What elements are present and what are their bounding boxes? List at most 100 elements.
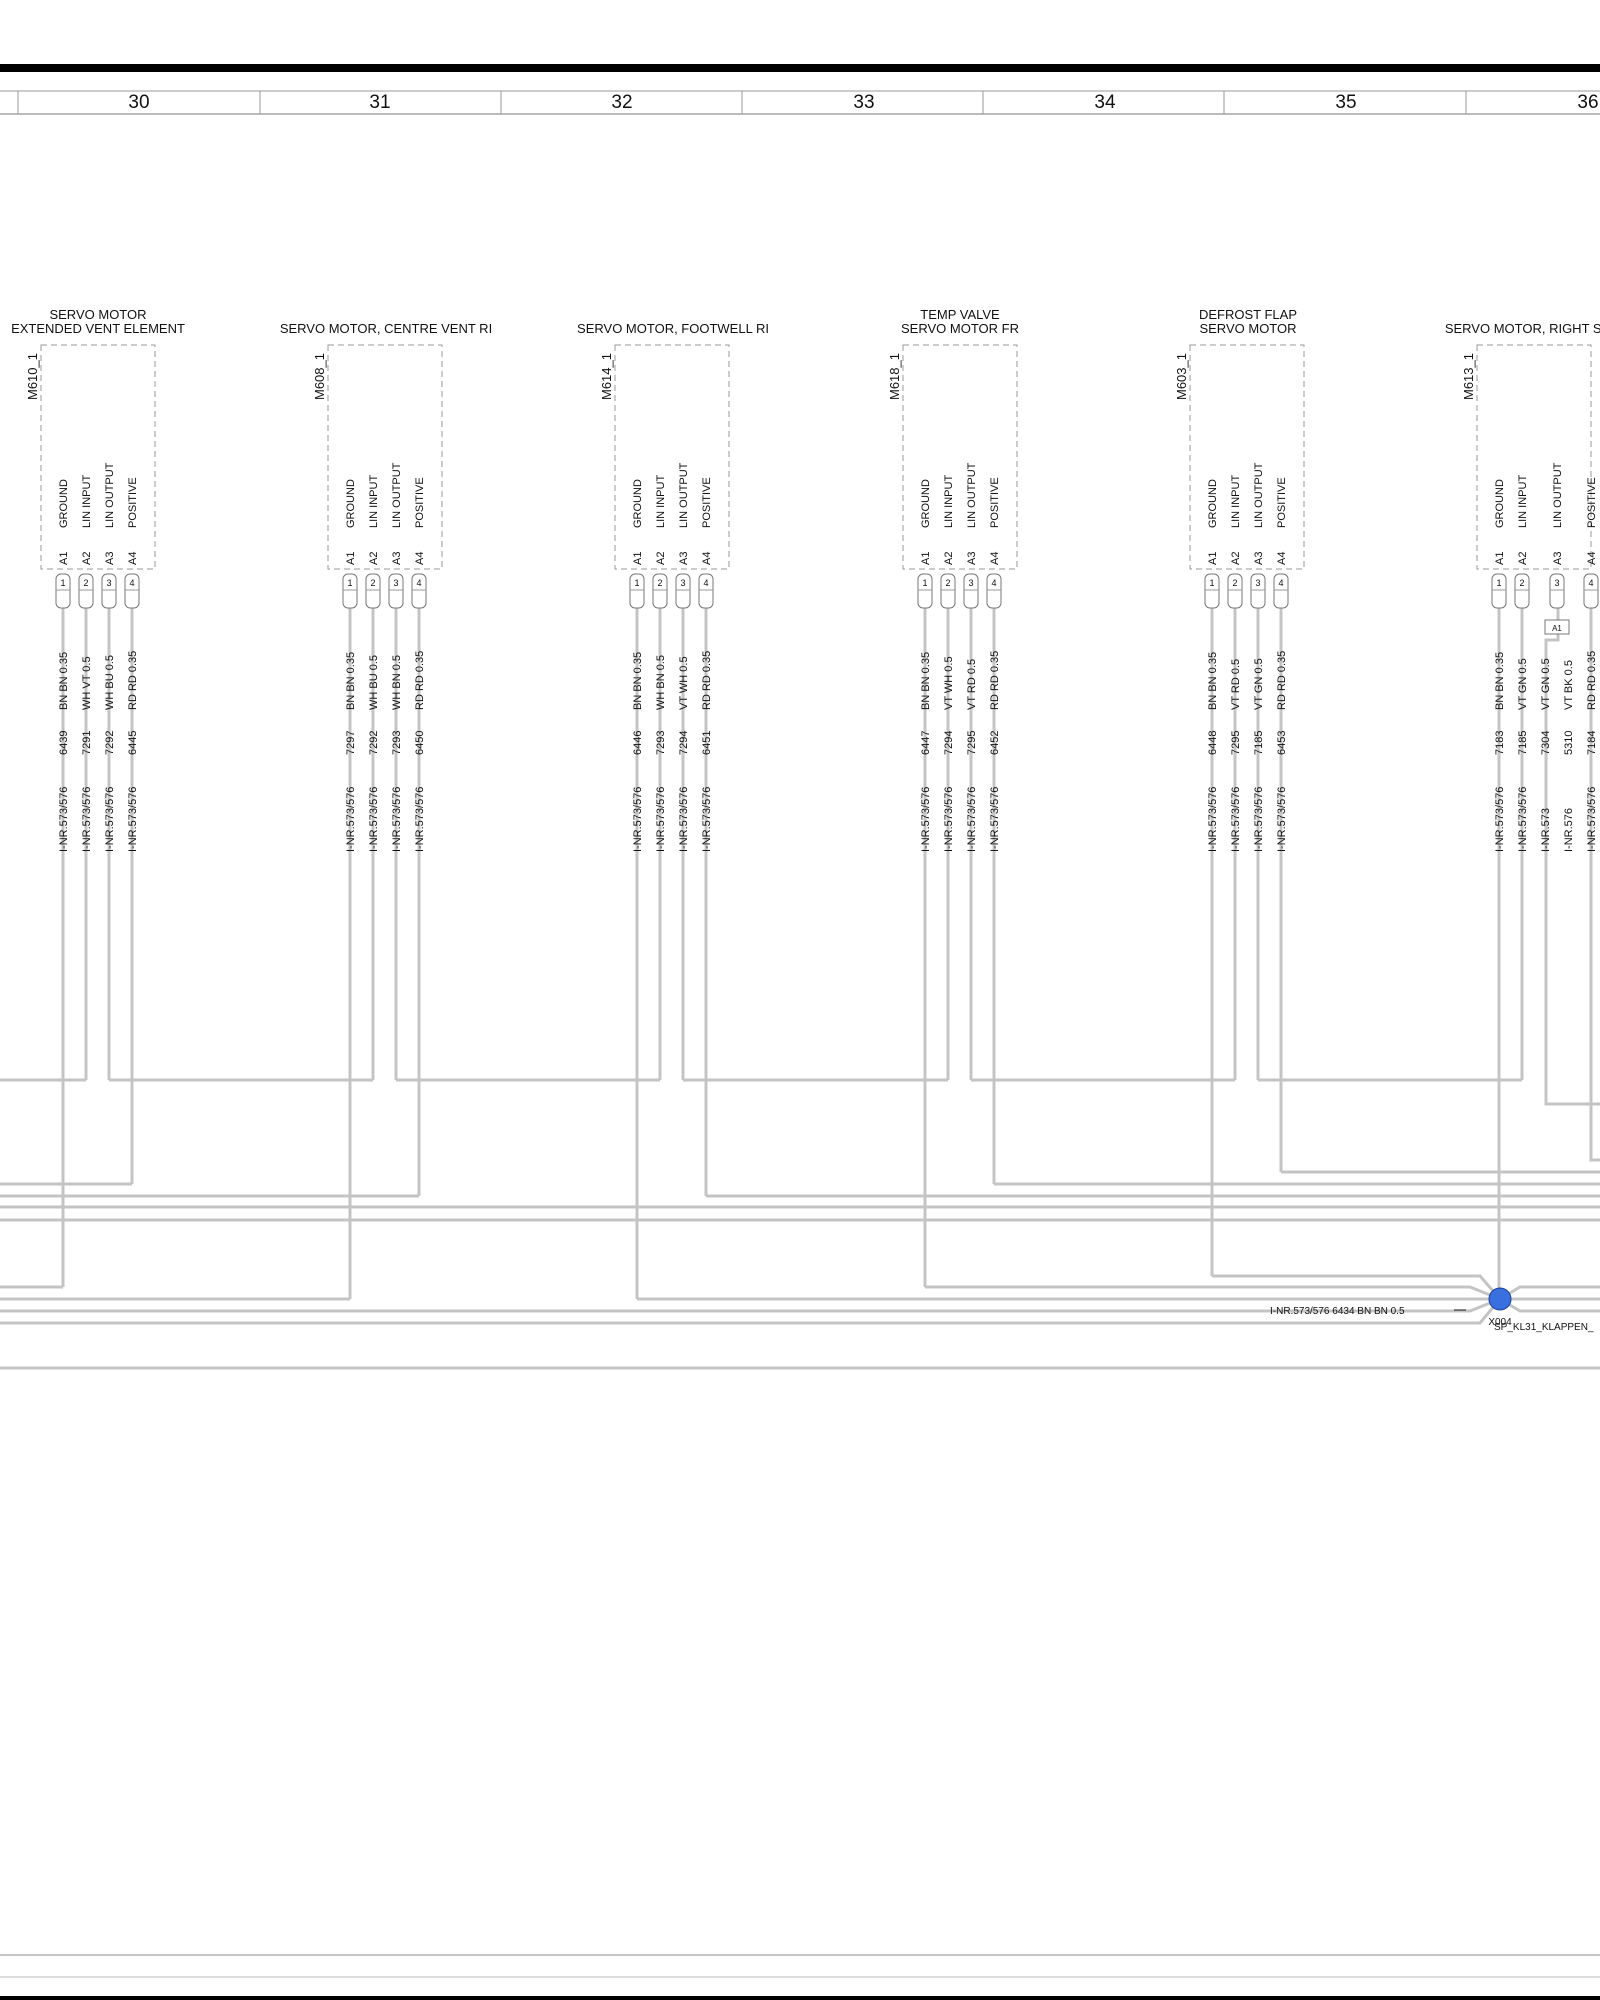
component-id: M603_1 xyxy=(1174,353,1189,400)
pin-name: LIN INPUT xyxy=(1230,475,1242,528)
pin-name: GROUND xyxy=(1494,479,1506,528)
wire-number: 6453 xyxy=(1276,731,1288,755)
wire-number: 5310 xyxy=(1563,731,1575,755)
wire-number: 7294 xyxy=(678,731,690,755)
pin-number: 4 xyxy=(991,578,996,588)
pin-name: LIN INPUT xyxy=(81,475,93,528)
pin-terminal xyxy=(1514,573,1530,609)
ruler-column-35: 35 xyxy=(1335,92,1356,113)
pin-terminal xyxy=(78,573,94,609)
pin-name: LIN INPUT xyxy=(1517,475,1529,528)
pin-number: 1 xyxy=(1496,578,1501,588)
wire-spec: BN BN 0.35 xyxy=(345,652,357,710)
pin-terminal xyxy=(342,573,358,609)
pin-number: 4 xyxy=(129,578,134,588)
pin-terminal xyxy=(698,573,714,609)
wire-number: 6448 xyxy=(1207,731,1219,755)
pin-terminal xyxy=(388,573,404,609)
pin-number: 2 xyxy=(657,578,662,588)
component-id: M608_1 xyxy=(312,353,327,400)
wire-inr: I-NR.573/576 xyxy=(81,787,93,852)
pin-code: A3 xyxy=(678,552,690,565)
bottom-border xyxy=(0,1996,1600,2000)
pin-code: A3 xyxy=(966,552,978,565)
pin-name: GROUND xyxy=(1207,479,1219,528)
ruler-column-30: 30 xyxy=(128,92,149,113)
wire-number: 7292 xyxy=(368,731,380,755)
wire-spec: BN BN 0.35 xyxy=(1494,652,1506,710)
pin-number: 1 xyxy=(634,578,639,588)
wire-spec: VT RD 0.5 xyxy=(1230,659,1242,710)
pin-name: LIN INPUT xyxy=(655,475,667,528)
top-border xyxy=(0,64,1600,72)
pin-code: A4 xyxy=(127,552,139,565)
wire-spec: VT RD 0.5 xyxy=(966,659,978,710)
wire-inr: I-NR.573/576 xyxy=(1517,787,1529,852)
pin-number: 3 xyxy=(1255,578,1260,588)
pin-name: LIN OUTPUT xyxy=(966,462,978,528)
wire-number: 7185 xyxy=(1517,731,1529,755)
wire-inr: I-NR.573/576 xyxy=(920,787,932,852)
pin-terminal xyxy=(1491,573,1507,609)
wire-inr: I-NR.573/576 xyxy=(1494,787,1506,852)
wire-inr: I-NR.573 xyxy=(1540,808,1552,852)
component-box xyxy=(902,344,1018,570)
wire-number: 7293 xyxy=(655,731,667,755)
wire-spec: VT WH 0.5 xyxy=(678,656,690,710)
wire-spec: RD RD 0.35 xyxy=(1586,651,1598,710)
wire-number: 6446 xyxy=(632,731,644,755)
wire-inr: I-NR.576 xyxy=(1563,808,1575,852)
wire-inr: I-NR.573/576 xyxy=(58,787,70,852)
pin-code: A4 xyxy=(414,552,426,565)
pin-number: 4 xyxy=(703,578,708,588)
wire-harness xyxy=(0,608,1600,1370)
pin-terminal xyxy=(917,573,933,609)
wire-inr: I-NR.573/576 xyxy=(678,787,690,852)
pin-terminal xyxy=(365,573,381,609)
pin-terminal xyxy=(629,573,645,609)
wire-ground xyxy=(1499,1297,1600,1313)
pin-code: A3 xyxy=(391,552,403,565)
component-box xyxy=(614,344,730,570)
wire-number: 7185 xyxy=(1253,731,1265,755)
component-box xyxy=(1476,344,1592,570)
wire-number: 7295 xyxy=(1230,731,1242,755)
wire-spec: WH BU 0.5 xyxy=(368,655,380,710)
wire-inr: I-NR.573/576 xyxy=(1586,787,1598,852)
wire-inr: I-NR.573/576 xyxy=(632,787,644,852)
wire-inr: I-NR.573/576 xyxy=(414,787,426,852)
pin-code: A1 xyxy=(632,552,644,565)
component-id: M613_1 xyxy=(1461,353,1476,400)
pin-code: A4 xyxy=(989,552,1001,565)
wire-number: 7291 xyxy=(81,731,93,755)
pin-name: LIN INPUT xyxy=(368,475,380,528)
wire-number: 6452 xyxy=(989,731,1001,755)
pin-number: 2 xyxy=(945,578,950,588)
pin-code: A2 xyxy=(81,552,93,565)
component-title: SERVO MOTOR, FOOTWELL RI xyxy=(577,321,769,336)
splice-node xyxy=(1488,1287,1512,1311)
pin-terminal xyxy=(940,573,956,609)
pin-code: A1 xyxy=(1494,552,1506,565)
wire-inr: I-NR.573/576 xyxy=(127,787,139,852)
pin-number: 4 xyxy=(416,578,421,588)
pin-terminal xyxy=(101,573,117,609)
ruler-column-36: 36 xyxy=(1577,92,1598,113)
wire-number: 7184 xyxy=(1586,731,1598,755)
wire-spec: RD RD 0.35 xyxy=(989,651,1001,710)
pin-name: LIN OUTPUT xyxy=(678,462,690,528)
wire-number: 6439 xyxy=(58,731,70,755)
splice-name: SP_KL31_KLAPPEN_ xyxy=(1494,1322,1594,1333)
pin-name: POSITIVE xyxy=(127,477,139,528)
pin-code: A3 xyxy=(104,552,116,565)
wire-spec: WH BN 0.5 xyxy=(391,655,403,710)
wire-inr: I-NR.573/576 xyxy=(1253,787,1265,852)
pin-name: GROUND xyxy=(58,479,70,528)
ruler-column-34: 34 xyxy=(1094,92,1116,113)
wire-number: 7294 xyxy=(943,731,955,755)
pin-code: A1 xyxy=(1207,552,1219,565)
wire-spec: RD RD 0.35 xyxy=(127,651,139,710)
wire-inr: I-NR.573/576 xyxy=(655,787,667,852)
